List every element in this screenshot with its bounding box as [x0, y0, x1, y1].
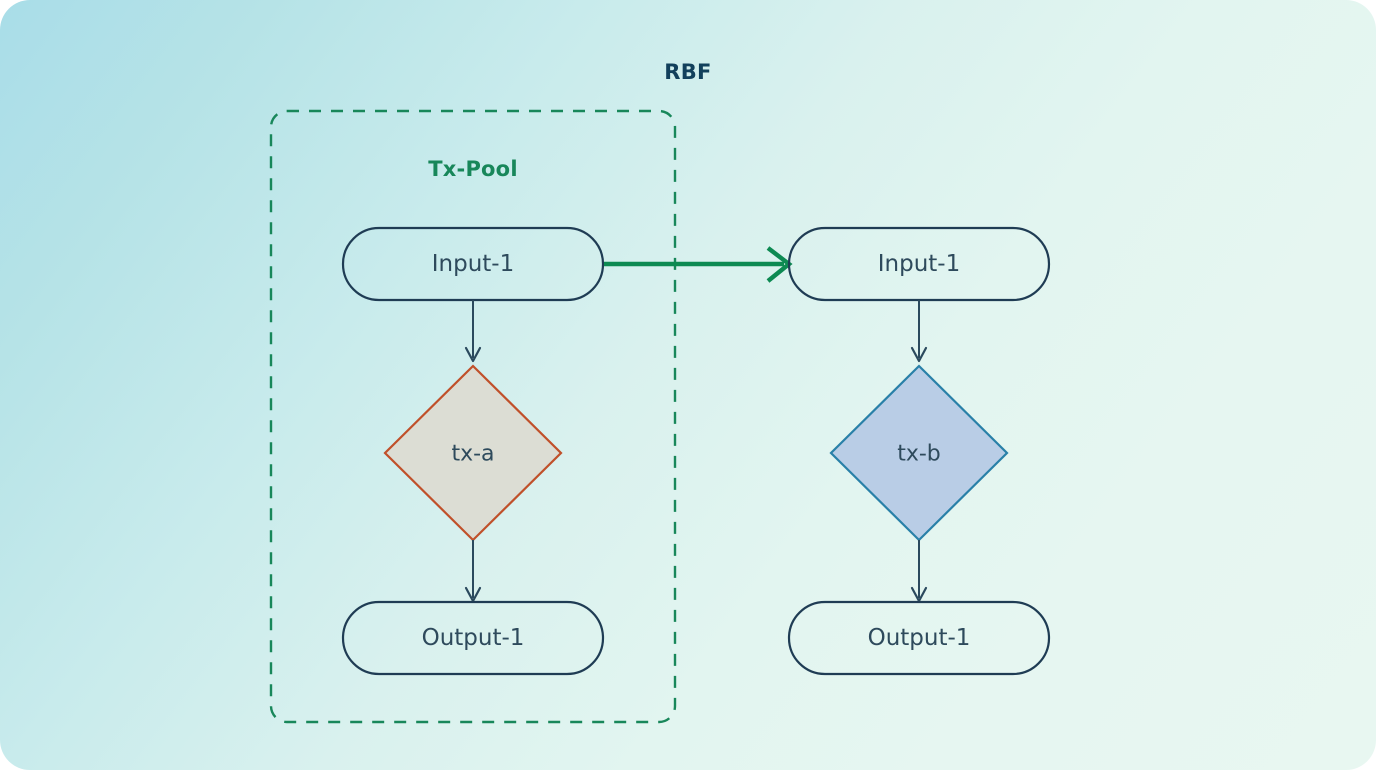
node-right-output[interactable] [787, 600, 1051, 676]
node-tx-a[interactable] [383, 364, 563, 542]
arrowhead-right-input-to-tx-b [910, 346, 928, 363]
node-right-input[interactable] [787, 226, 1051, 302]
node-tx-b[interactable] [829, 364, 1009, 542]
node-left-input[interactable] [341, 226, 605, 302]
arrowhead-left-input-to-tx-a [464, 346, 482, 363]
node-left-output[interactable] [341, 600, 605, 676]
tx-pool-group-boundary [269, 109, 677, 724]
